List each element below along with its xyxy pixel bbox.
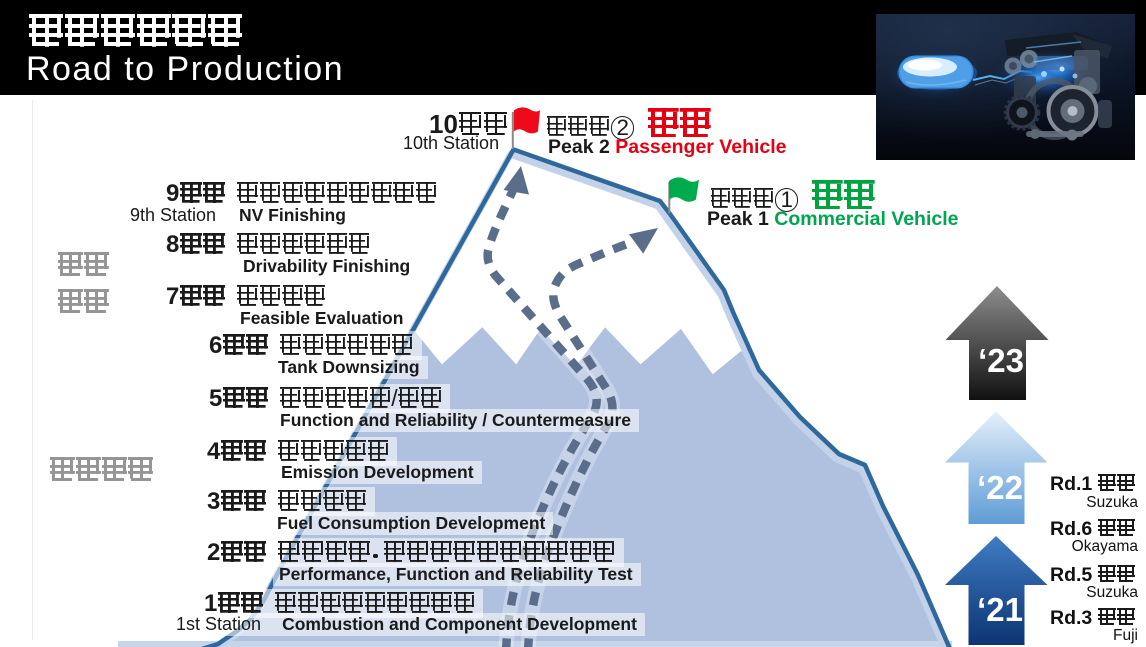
svg-text:‘23: ‘23: [978, 342, 1024, 379]
svg-text:‘21: ‘21: [977, 591, 1023, 628]
svg-text:‘22: ‘22: [977, 469, 1023, 506]
